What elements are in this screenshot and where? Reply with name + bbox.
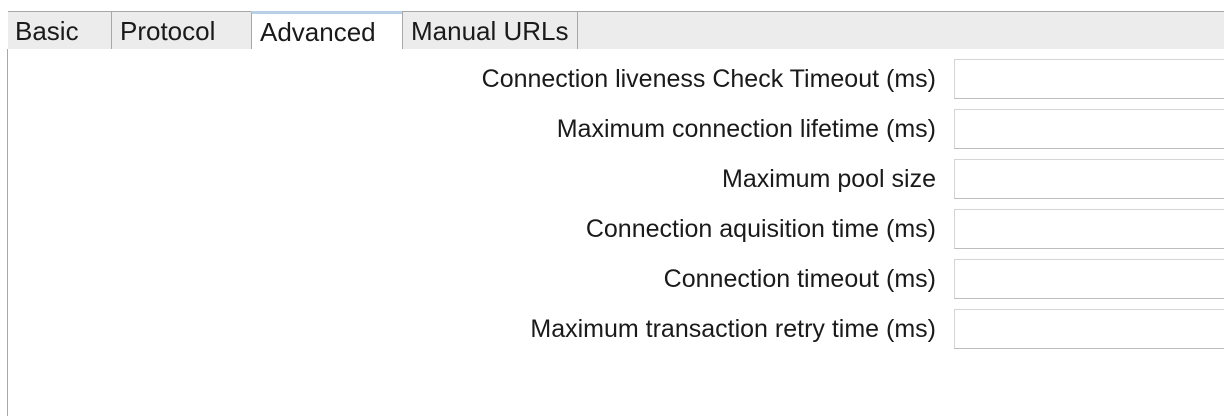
field-row-max-connection-lifetime: Maximum connection lifetime (ms) (8, 109, 1224, 149)
connection-acquisition-time-label: Connection aquisition time (ms) (585, 215, 936, 243)
max-pool-size-label: Maximum pool size (722, 165, 936, 193)
field-row-connection-acquisition-time: Connection aquisition time (ms) (8, 209, 1224, 249)
tab-manual-urls[interactable]: Manual URLs (402, 12, 578, 50)
max-pool-size-input[interactable] (954, 159, 1224, 199)
advanced-tab-content: Connection liveness Check Timeout (ms) M… (7, 49, 1224, 416)
connection-timeout-input[interactable] (954, 259, 1224, 299)
max-transaction-retry-time-label: Maximum transaction retry time (ms) (530, 315, 936, 343)
field-row-max-pool-size: Maximum pool size (8, 159, 1224, 199)
liveness-check-timeout-input[interactable] (954, 59, 1224, 99)
max-connection-lifetime-label: Maximum connection lifetime (ms) (556, 115, 936, 143)
liveness-check-timeout-label: Connection liveness Check Timeout (ms) (481, 65, 936, 93)
tab-advanced[interactable]: Advanced (251, 11, 402, 51)
max-transaction-retry-time-input[interactable] (954, 309, 1224, 349)
max-connection-lifetime-input[interactable] (954, 109, 1224, 149)
field-row-connection-timeout: Connection timeout (ms) (8, 259, 1224, 299)
field-row-liveness-check-timeout: Connection liveness Check Timeout (ms) (8, 59, 1224, 99)
connection-timeout-label: Connection timeout (ms) (663, 265, 936, 293)
connection-acquisition-time-input[interactable] (954, 209, 1224, 249)
tab-basic[interactable]: Basic (15, 16, 79, 46)
tab-protocol[interactable]: Protocol (111, 12, 251, 50)
field-row-max-transaction-retry-time: Maximum transaction retry time (ms) (8, 309, 1224, 349)
tab-bar: Basic Protocol Advanced Manual URLs (8, 11, 1224, 51)
